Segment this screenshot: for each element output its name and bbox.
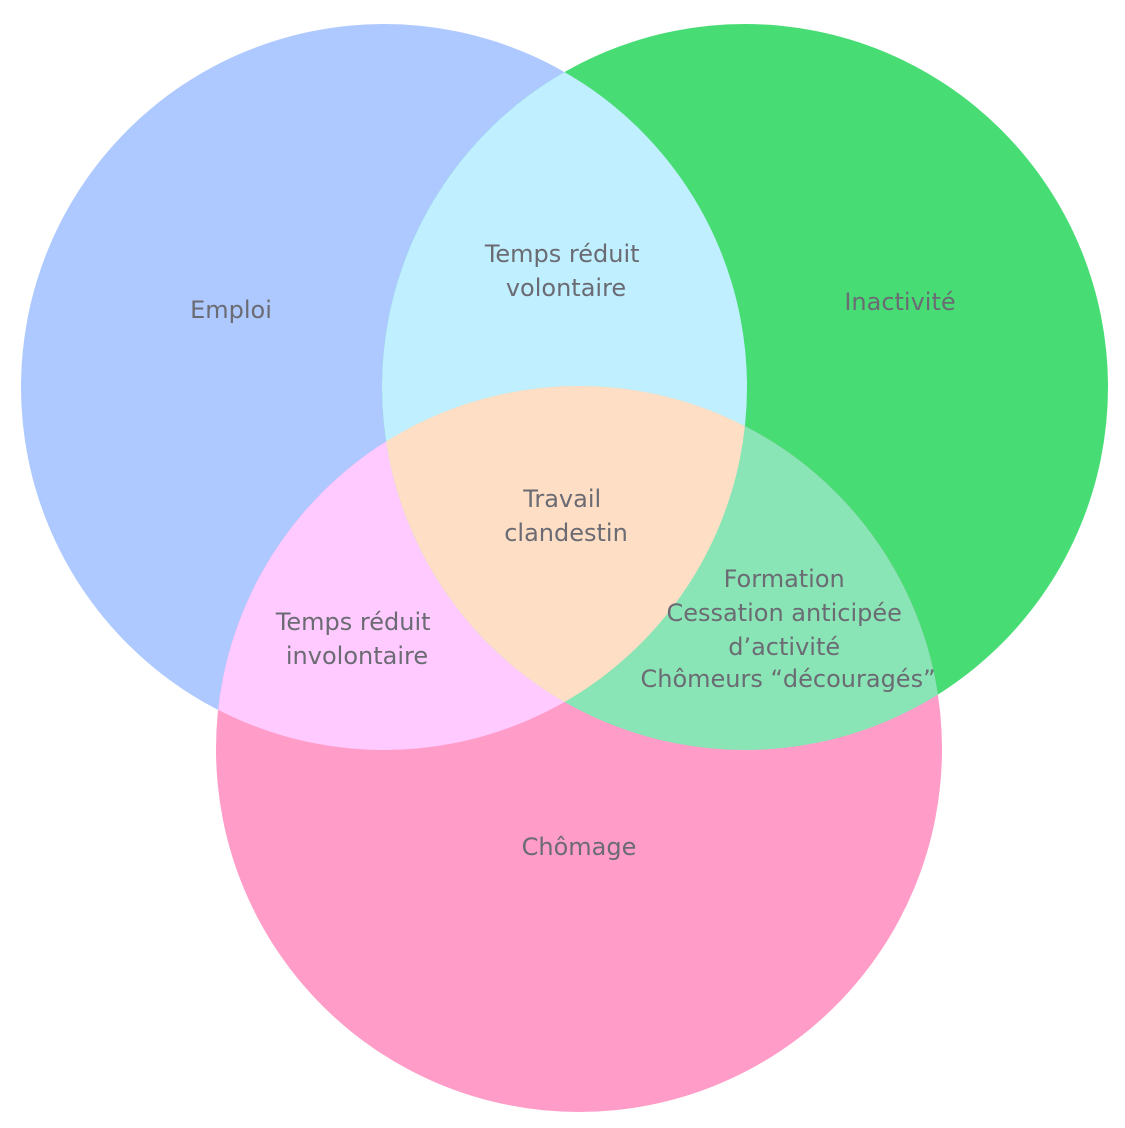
label-line: d’activité <box>728 633 840 661</box>
label-emploi: Emploi <box>190 296 272 324</box>
label-line: Formation <box>724 565 845 593</box>
label-line: Chômeurs “découragés” <box>640 665 935 693</box>
label-overlap-inactivite-chomage: Formation Cessation anticipée d’activité… <box>640 565 935 693</box>
label-line: involontaire <box>286 642 428 670</box>
label-line: Cessation anticipée <box>666 599 901 627</box>
label-overlap-emploi-chomage: Temps réduit involontaire <box>275 608 438 670</box>
label-overlap-emploi-inactivite: Temps réduit volontaire <box>484 240 647 302</box>
label-inactivite: Inactivité <box>844 288 955 316</box>
label-line: Temps réduit <box>484 240 640 268</box>
label-line: Temps réduit <box>275 608 431 636</box>
label-line: volontaire <box>506 274 626 302</box>
label-line: Travail <box>522 485 601 513</box>
label-chomage: Chômage <box>522 833 637 861</box>
label-line: clandestin <box>504 519 628 547</box>
label-overlap-all-three: Travail clandestin <box>504 485 628 547</box>
